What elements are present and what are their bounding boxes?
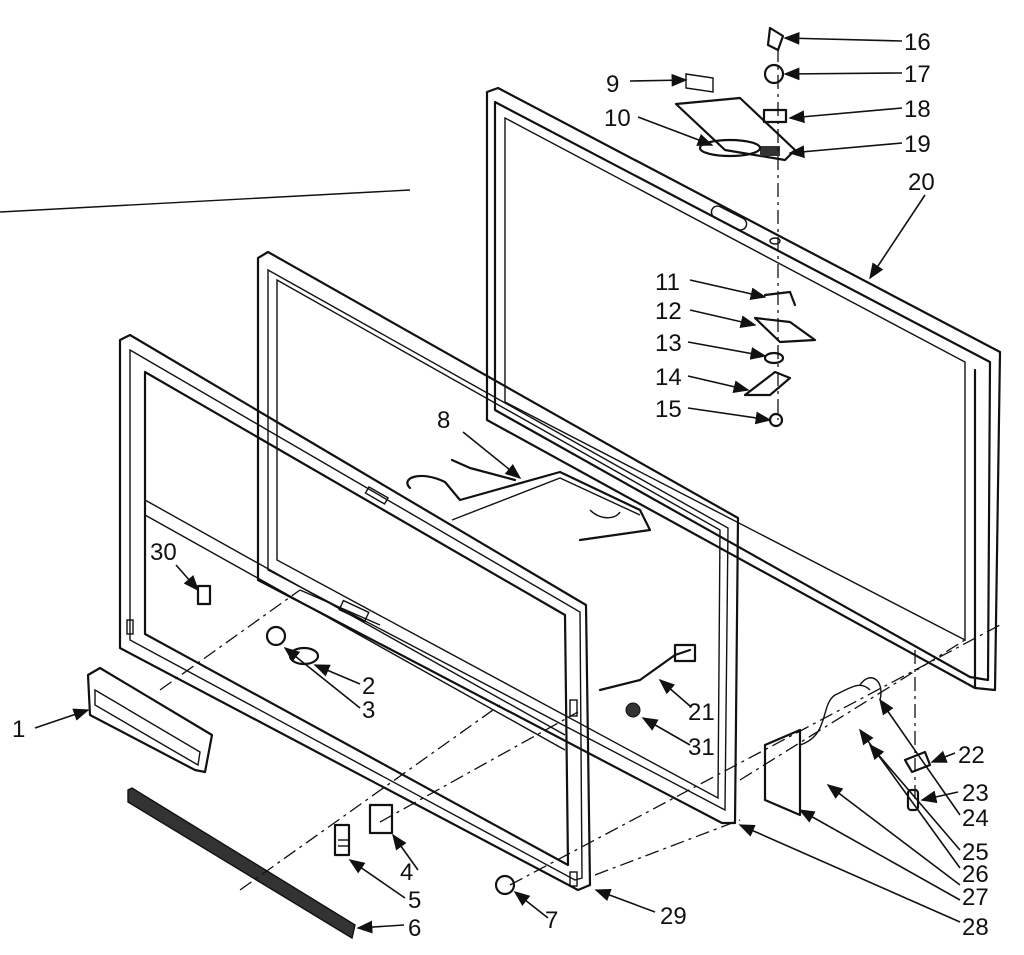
callout-16: 16 <box>904 29 931 56</box>
plate-part <box>763 677 882 817</box>
callout-23: 23 <box>962 780 989 807</box>
callout-29: 29 <box>660 903 687 930</box>
callout-13: 13 <box>655 330 682 357</box>
callout-20: 20 <box>908 169 935 196</box>
callout-5: 5 <box>408 887 421 914</box>
gasket-frame <box>256 250 740 825</box>
callout-17: 17 <box>904 61 931 88</box>
callout-25: 25 <box>962 839 989 866</box>
callout-26-visible: 26 <box>962 861 989 888</box>
callout-9: 9 <box>606 71 619 98</box>
bumper-part <box>494 874 516 896</box>
callout-15: 15 <box>655 396 682 423</box>
callout-3: 3 <box>362 697 375 724</box>
callout-31: 31 <box>688 734 715 761</box>
callout-6: 6 <box>408 915 421 942</box>
callout-7: 7 <box>545 907 558 934</box>
callout-12: 12 <box>655 298 682 325</box>
handle-part <box>86 666 214 774</box>
trim-strip <box>127 787 356 940</box>
callout-19: 19 <box>904 131 931 158</box>
heater-tube <box>406 458 652 542</box>
callout-30: 30 <box>150 539 177 566</box>
callout-18: 18 <box>904 96 931 123</box>
callout-1: 1 <box>12 716 25 743</box>
callout-2: 2 <box>362 673 375 700</box>
callout-22: 22 <box>958 742 985 769</box>
callout-arrows <box>34 31 961 934</box>
door-small-parts <box>196 584 381 666</box>
callout-28: 28 <box>962 914 989 941</box>
front-door-panel <box>118 333 592 892</box>
callout-11: 11 <box>655 269 680 296</box>
switch-parts <box>598 643 697 718</box>
leader-lines <box>159 48 1001 891</box>
callout-27: 27 <box>962 884 989 911</box>
callout-10: 10 <box>604 105 631 132</box>
callout-4: 4 <box>400 859 413 886</box>
callout-24: 24 <box>962 805 989 832</box>
callout-labels: 1 2 3 4 5 6 7 8 9 10 11 12 13 14 15 16 1… <box>12 29 989 942</box>
callout-14: 14 <box>655 364 682 391</box>
callout-8: 8 <box>437 407 450 434</box>
latch-parts <box>333 803 394 857</box>
stray-line <box>0 189 411 213</box>
callout-21: 21 <box>688 699 715 726</box>
